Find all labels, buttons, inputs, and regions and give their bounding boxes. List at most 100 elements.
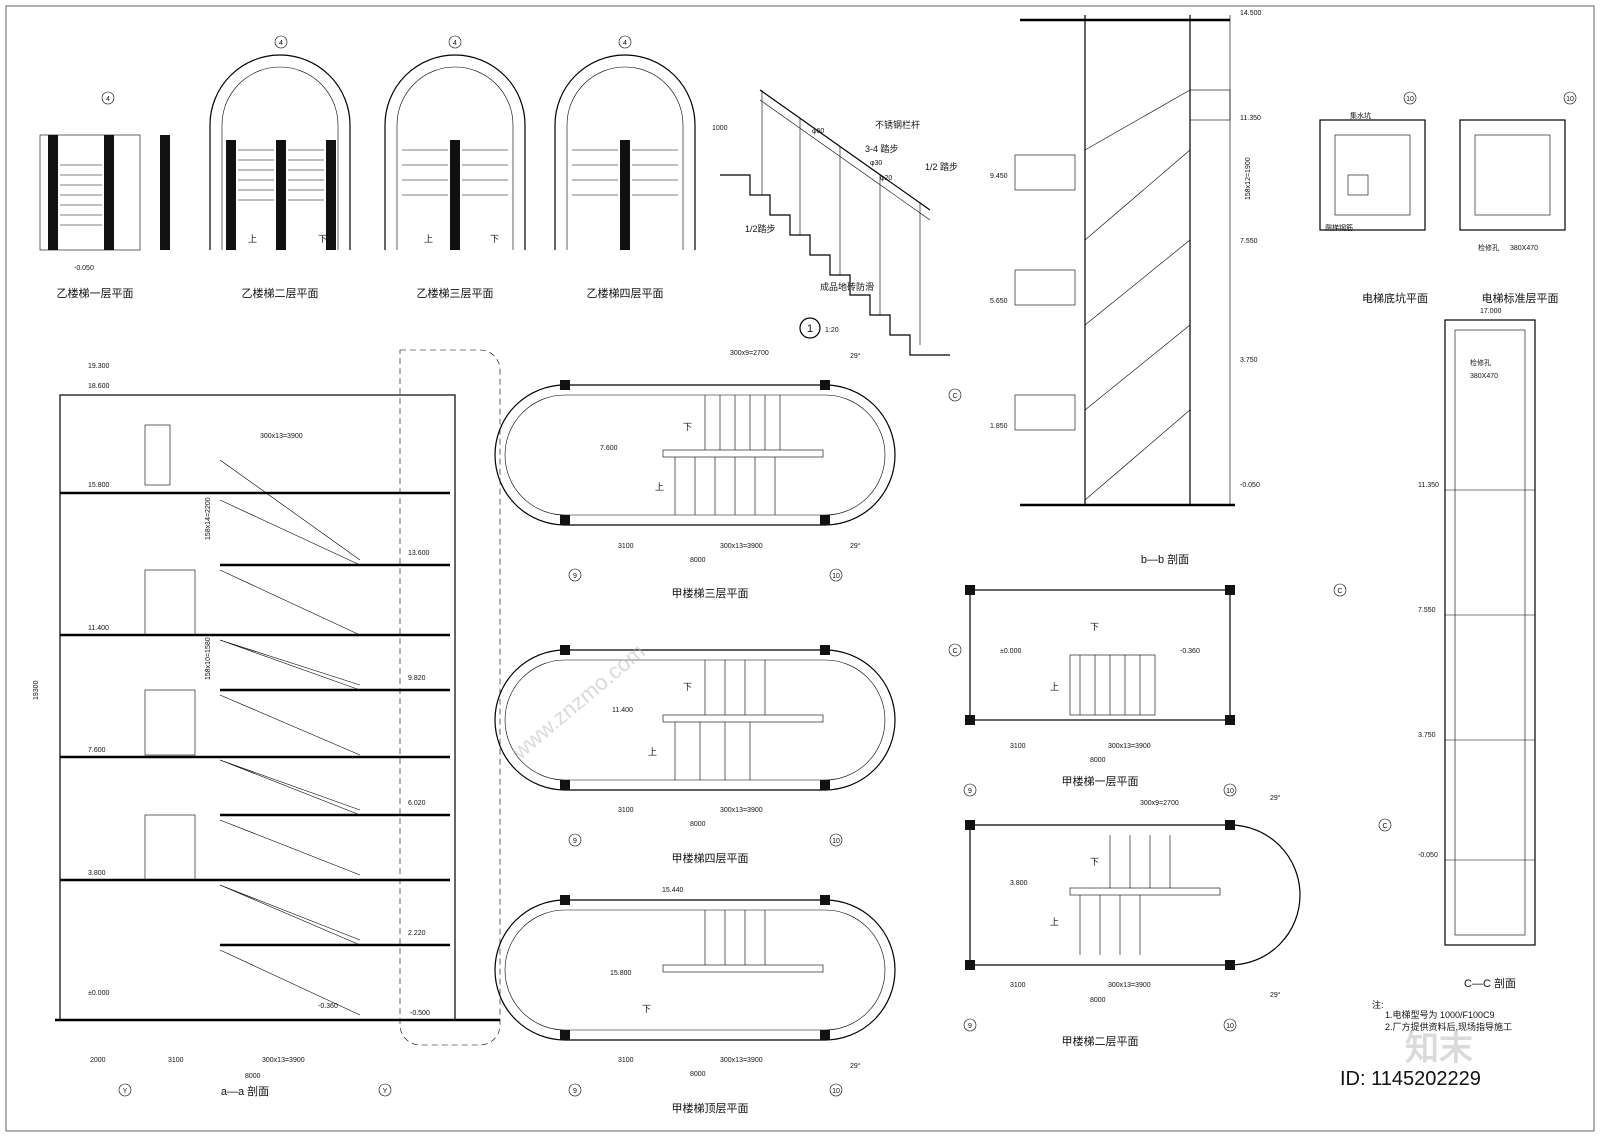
svg-text:1:20: 1:20 bbox=[825, 327, 839, 334]
elevator-notes: 注: 1.电梯型号为 1000/F100C9 2.厂方提供资料后,现场指导施工 bbox=[1372, 999, 1512, 1032]
svg-text:φ30: φ30 bbox=[870, 160, 882, 167]
svg-text:爬梯钢筋: 爬梯钢筋 bbox=[1325, 223, 1353, 232]
plan-a-floor2: 下 上 3.800 300x9=2700 29° 29° 3100 300x13… bbox=[963, 794, 1392, 1048]
svg-text:上: 上 bbox=[1050, 917, 1059, 927]
svg-text:10: 10 bbox=[1406, 96, 1414, 103]
svg-text:300x13=3900: 300x13=3900 bbox=[262, 1057, 305, 1064]
svg-text:300x13=3900: 300x13=3900 bbox=[720, 807, 763, 814]
section-bb: 14.500 11.350 9.450 7.550 5.650 3.750 1.… bbox=[990, 10, 1262, 566]
svg-text:7.600: 7.600 bbox=[600, 445, 618, 452]
svg-text:10: 10 bbox=[1566, 96, 1574, 103]
svg-text:8000: 8000 bbox=[245, 1073, 261, 1080]
svg-text:29°: 29° bbox=[850, 1062, 861, 1070]
railing-detail: 不锈钢栏杆 3-4 踏步 1/2 踏步 1/2踏步 成品地砖防滑 φ60 φ30… bbox=[712, 89, 958, 356]
svg-text:11.400: 11.400 bbox=[612, 707, 633, 714]
svg-text:7.600: 7.600 bbox=[88, 747, 106, 754]
svg-text:7.550: 7.550 bbox=[1240, 238, 1258, 245]
section-aa: 19.300 18.600 15.800 11.400 7.600 3.800 … bbox=[33, 349, 501, 1098]
svg-text:C: C bbox=[1337, 588, 1342, 595]
svg-text:C: C bbox=[952, 648, 957, 655]
svg-text:19300: 19300 bbox=[33, 680, 40, 700]
plan-b-floor2: 4 上 下 乙楼梯二层平面 bbox=[209, 35, 351, 300]
svg-text:-0.360: -0.360 bbox=[318, 1003, 338, 1010]
svg-text:9: 9 bbox=[573, 838, 577, 845]
title-section-bb: b—b 剖面 bbox=[1141, 552, 1189, 566]
svg-text:5.650: 5.650 bbox=[990, 298, 1008, 305]
title-a-floor3: 甲楼梯三层平面 bbox=[672, 586, 749, 600]
svg-text:1/2踏步: 1/2踏步 bbox=[745, 223, 776, 234]
svg-text:19.300: 19.300 bbox=[88, 363, 110, 370]
svg-text:300x13=3900: 300x13=3900 bbox=[260, 433, 303, 440]
svg-text:9: 9 bbox=[968, 788, 972, 795]
svg-text:Y: Y bbox=[123, 1088, 128, 1095]
watermark-brand: 知末 bbox=[1405, 1030, 1473, 1068]
svg-text:8000: 8000 bbox=[1090, 757, 1106, 764]
title-b-floor2: 乙楼梯二层平面 bbox=[242, 286, 319, 300]
svg-text:下: 下 bbox=[318, 234, 327, 244]
svg-text:3-4 踏步: 3-4 踏步 bbox=[865, 143, 899, 154]
title-a-top: 甲楼梯顶层平面 bbox=[672, 1101, 749, 1115]
sheet-border bbox=[5, 5, 1595, 1132]
svg-text:1.电梯型号为 1000/F100C9: 1.电梯型号为 1000/F100C9 bbox=[1385, 1009, 1495, 1020]
svg-text:3.750: 3.750 bbox=[1418, 732, 1436, 739]
svg-text:29°: 29° bbox=[850, 542, 861, 550]
svg-text:-0.050: -0.050 bbox=[1418, 852, 1438, 859]
svg-text:3100: 3100 bbox=[1010, 982, 1026, 989]
svg-text:158x14=2200: 158x14=2200 bbox=[205, 497, 212, 540]
title-std-plan: 电梯标准层平面 bbox=[1482, 291, 1559, 305]
title-a-floor1: 甲楼梯一层平面 bbox=[1062, 774, 1139, 788]
watermark-id: ID: 1145202229 bbox=[1340, 1068, 1481, 1090]
svg-text:4: 4 bbox=[279, 40, 283, 47]
svg-text:集水坑: 集水坑 bbox=[1350, 111, 1371, 120]
svg-text:13.600: 13.600 bbox=[408, 550, 430, 557]
plan-b-floor4: 4 乙楼梯四层平面 bbox=[554, 35, 696, 300]
svg-text:下: 下 bbox=[1090, 857, 1099, 867]
svg-text:11.350: 11.350 bbox=[1418, 482, 1439, 489]
plan-a-floor4: 下 上 11.400 3100 300x13=3900 8000 9 10 C … bbox=[494, 643, 962, 865]
svg-text:9.450: 9.450 bbox=[990, 173, 1008, 180]
svg-text:上: 上 bbox=[1050, 682, 1059, 692]
section-cc: 17.000 11.350 7.550 3.750 -0.050 检修孔 380… bbox=[1418, 308, 1536, 990]
svg-text:158x12=1900: 158x12=1900 bbox=[1245, 157, 1252, 200]
svg-text:1000: 1000 bbox=[712, 125, 728, 132]
svg-text:14.500: 14.500 bbox=[1240, 10, 1262, 17]
svg-text:380X470: 380X470 bbox=[1470, 373, 1498, 380]
svg-text:1.850: 1.850 bbox=[990, 423, 1008, 430]
title-section-cc: C—C 剖面 bbox=[1464, 976, 1516, 990]
svg-text:9: 9 bbox=[573, 1088, 577, 1095]
svg-text:±0.000: ±0.000 bbox=[1000, 648, 1021, 655]
svg-text:6.020: 6.020 bbox=[408, 800, 426, 807]
svg-text:Y: Y bbox=[383, 1088, 388, 1095]
level-label: -0.050 bbox=[74, 265, 94, 272]
svg-text:300x13=3900: 300x13=3900 bbox=[1108, 982, 1151, 989]
svg-text:11.400: 11.400 bbox=[88, 625, 109, 632]
svg-text:3.800: 3.800 bbox=[88, 870, 106, 877]
plan-a-floor3: 下 上 7.600 300x9=2700 300x13=3900 3100 80… bbox=[494, 350, 962, 600]
svg-text:检修孔: 检修孔 bbox=[1478, 243, 1499, 252]
svg-text:-0.360: -0.360 bbox=[1180, 648, 1200, 655]
svg-text:φ60: φ60 bbox=[812, 128, 824, 135]
svg-text:1/2 踏步: 1/2 踏步 bbox=[925, 161, 958, 172]
svg-text:11.350: 11.350 bbox=[1240, 115, 1261, 122]
svg-text:下: 下 bbox=[642, 1004, 651, 1014]
svg-text:成品地砖防滑: 成品地砖防滑 bbox=[820, 281, 874, 292]
title-a-floor4: 甲楼梯四层平面 bbox=[672, 851, 749, 865]
svg-text:3100: 3100 bbox=[1010, 743, 1026, 750]
title-pit-plan: 电梯底坑平面 bbox=[1362, 291, 1428, 305]
svg-text:检修孔: 检修孔 bbox=[1470, 358, 1491, 367]
svg-text:380X470: 380X470 bbox=[1510, 245, 1538, 252]
svg-text:-0.500: -0.500 bbox=[410, 1010, 430, 1017]
svg-text:158x10=1580: 158x10=1580 bbox=[205, 637, 212, 680]
title-b-floor4: 乙楼梯四层平面 bbox=[587, 286, 664, 300]
svg-text:3.800: 3.800 bbox=[1010, 880, 1028, 887]
axis-4-label: 4 bbox=[106, 96, 110, 103]
svg-text:9.820: 9.820 bbox=[408, 675, 426, 682]
title-b-floor1: 乙楼梯一层平面 bbox=[57, 286, 134, 300]
plan-a-top: 下 15.800 15.440 29° 3100 300x13=3900 800… bbox=[494, 887, 896, 1115]
svg-text:300x13=3900: 300x13=3900 bbox=[720, 543, 763, 550]
svg-text:注:: 注: bbox=[1372, 999, 1384, 1010]
svg-text:15.800: 15.800 bbox=[610, 970, 632, 977]
svg-text:8000: 8000 bbox=[690, 557, 706, 564]
svg-text:7.550: 7.550 bbox=[1418, 607, 1436, 614]
